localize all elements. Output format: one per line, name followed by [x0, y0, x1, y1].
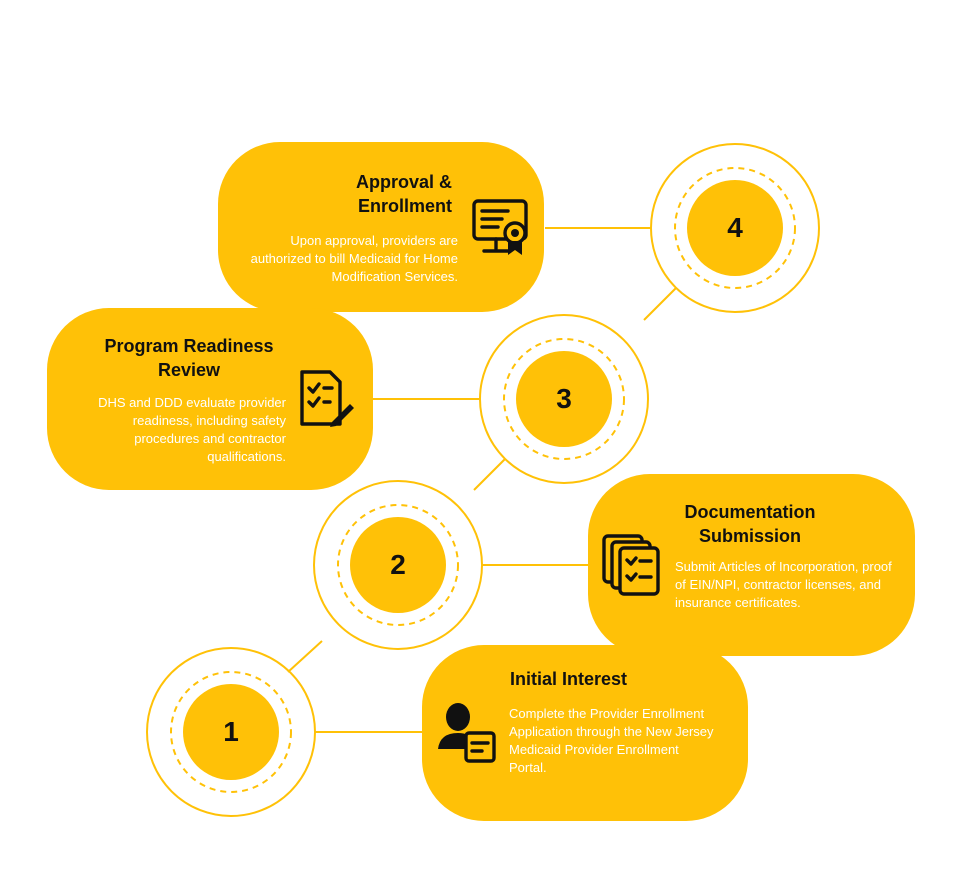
document-stack-checklist-icon: [602, 534, 660, 596]
step-4-card: Approval & Enrollment Upon approval, pro…: [218, 142, 544, 312]
connector-1-2: [287, 640, 323, 673]
step-2-dashed-ring: [337, 504, 459, 626]
checklist-pen-icon: [300, 370, 354, 427]
step-3-dashed-ring: [503, 338, 625, 460]
step-1-description: Complete the Provider Enrollment Applica…: [509, 706, 714, 775]
step-2-number: 2: [350, 517, 446, 613]
step-3-card: Program Readiness Review DHS and DDD eva…: [47, 308, 373, 490]
step-3-title: Program Readiness Review: [104, 336, 274, 380]
connector-3-4: [643, 287, 677, 321]
step-1-number: 1: [183, 684, 279, 780]
step-4-description: Upon approval, providers are authorized …: [250, 233, 458, 284]
person-document-icon: [438, 703, 496, 763]
step-2-title: Documentation Submission: [684, 502, 816, 546]
step-2-card: Documentation Submission Submit Articles…: [588, 474, 915, 656]
certificate-monitor-icon: [472, 199, 528, 255]
step-1-card: Initial Interest Complete the Provider E…: [422, 645, 748, 821]
step-4-number: 4: [687, 180, 783, 276]
step-3-number: 3: [516, 351, 612, 447]
step-4-title: Approval & Enrollment: [355, 172, 452, 216]
connector-2-3: [473, 458, 506, 491]
step-3-description: DHS and DDD evaluate provider readiness,…: [98, 395, 286, 464]
step-1-dashed-ring: [170, 671, 292, 793]
step-4-dashed-ring: [674, 167, 796, 289]
step-2-description: Submit Articles of Incorporation, proof …: [675, 559, 892, 610]
step-1-title: Initial Interest: [510, 669, 628, 689]
